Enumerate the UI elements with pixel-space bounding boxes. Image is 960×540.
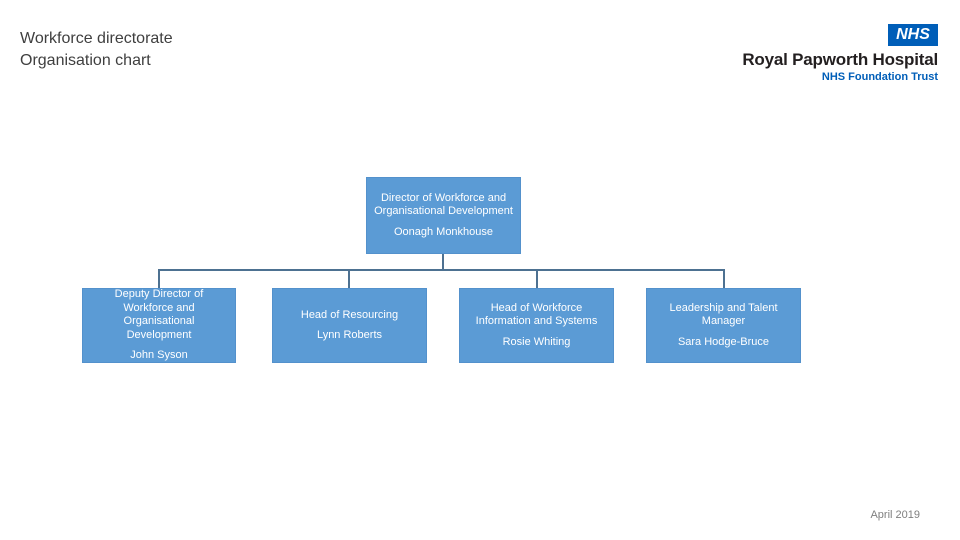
connector-stub-head-of-workforce-information: [536, 269, 538, 288]
org-box-person: Sara Hodge-Bruce: [677, 335, 770, 348]
connector-stub-deputy-director: [158, 269, 160, 288]
nhs-logo: NHS: [888, 24, 938, 46]
org-box-role: Head of Resourcing: [300, 308, 399, 321]
org-box-person: Oonagh Monkhouse: [393, 225, 494, 238]
org-box-person: John Syson: [130, 349, 188, 362]
org-box-role: Deputy Director of Workforce and Organis…: [114, 288, 204, 341]
slide-title: Workforce directorate Organisation chart: [20, 28, 173, 72]
org-box-role: Leadership and Talent Manager: [669, 301, 778, 328]
slide-title-line1: Workforce directorate: [20, 30, 173, 47]
org-box-leadership-talent-manager: Leadership and Talent Manager Sara Hodge…: [646, 288, 801, 363]
org-box-director: Director of Workforce and Organisational…: [366, 177, 521, 254]
org-box-head-of-workforce-information: Head of Workforce Information and System…: [459, 288, 614, 363]
hospital-name: Royal Papworth Hospital: [742, 50, 938, 69]
connector-stub-leadership-talent-manager: [723, 269, 725, 288]
connector-stub-head-of-resourcing: [348, 269, 350, 288]
org-box-person: Lynn Roberts: [316, 329, 383, 341]
org-box-deputy-director: Deputy Director of Workforce and Organis…: [82, 288, 236, 363]
footer-date: April 2019: [870, 509, 920, 521]
org-box-role: Head of Workforce Information and System…: [475, 301, 598, 328]
foundation-trust-label: NHS Foundation Trust: [821, 71, 938, 83]
org-box-person: Rosie Whiting: [502, 335, 571, 348]
org-box-role: Director of Workforce and Organisational…: [374, 191, 513, 218]
slide-title-line2: Organisation chart: [20, 52, 151, 69]
nhs-brand-block: NHS Royal Papworth Hospital NHS Foundati…: [678, 24, 938, 83]
connector-horizontal-bar: [158, 269, 725, 271]
org-box-head-of-resourcing: Head of Resourcing Lynn Roberts: [272, 288, 427, 363]
connector-root-stub: [442, 254, 444, 270]
